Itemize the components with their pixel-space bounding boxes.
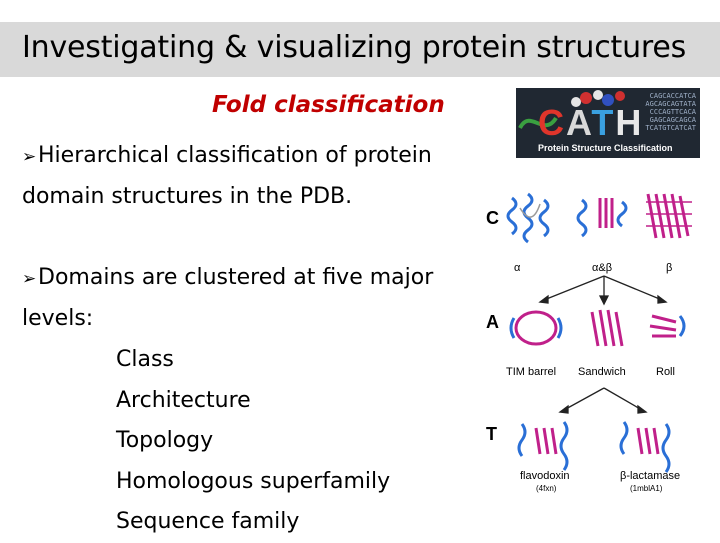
structure-roll <box>649 314 686 338</box>
arrow-icon <box>558 387 648 414</box>
sequence-line: TCATGTCATCAT <box>645 124 696 132</box>
hierarchy-graphic <box>506 192 692 473</box>
structure-alpha <box>506 192 550 244</box>
label-flavodoxin: flavodoxin <box>520 470 570 482</box>
logo-letter-c: C <box>538 102 566 143</box>
level-item: Architecture <box>116 387 251 413</box>
slide-subtitle: Fold classification <box>212 92 445 118</box>
structure-beta <box>646 193 692 239</box>
label-sandwich: Sandwich <box>578 366 626 378</box>
row-label-class: C <box>486 208 499 228</box>
arrow-bullet-icon: ➢ <box>22 147 37 167</box>
logo-letter-t: T <box>591 102 616 143</box>
slide-title: Investigating & visualizing protein stru… <box>22 30 687 65</box>
label-beta: β <box>666 262 673 274</box>
sequence-line: GAGCAGCAGCA <box>649 116 696 124</box>
code-flavodoxin: (4fxn) <box>536 484 557 493</box>
cath-hierarchy-figure: C A T <box>484 188 704 498</box>
structure-tim-barrel <box>509 310 563 346</box>
structure-beta-lactamase <box>619 421 671 473</box>
logo-molecule-graphic <box>518 90 625 130</box>
structure-flavodoxin <box>517 421 569 471</box>
cath-logo: CAGCACCATCA AGCAGCAGTATA CCCAGTTCACA GAG… <box>516 88 700 158</box>
sequence-line: CAGCACCATCA <box>649 92 696 100</box>
title-bar <box>0 22 720 77</box>
bullet-2-line2: levels: <box>22 306 94 331</box>
logo-letters: CATH <box>538 102 643 144</box>
logo-letter-a: A <box>566 102 592 143</box>
label-alpha: α <box>514 262 521 274</box>
label-roll: Roll <box>656 366 675 378</box>
level-item: Class <box>116 347 174 372</box>
row-label-topology: T <box>486 424 497 444</box>
bullet-1: ➢Hierarchical classification of protein … <box>22 136 432 217</box>
level-item: Topology <box>116 428 214 453</box>
bullet-2-line1: Domains are clustered at five major <box>38 265 434 290</box>
label-alpha-beta: α&β <box>592 262 613 274</box>
bullet-2: ➢Domains are clustered at five major lev… <box>22 258 433 339</box>
label-beta-lactamase: β-lactamase <box>620 470 681 482</box>
sequence-line: AGCAGCAGTATA <box>645 100 696 108</box>
logo-sequence: CAGCACCATCA AGCAGCAGTATA CCCAGTTCACA GAG… <box>645 92 696 132</box>
level-item: Homologous superfamily <box>116 468 391 494</box>
logo-letter-h: H <box>615 102 644 143</box>
bullet-1-line2: domain structures in the PDB. <box>22 184 353 209</box>
arrow-icon <box>538 275 668 306</box>
label-tim-barrel: TIM barrel <box>506 366 557 378</box>
bullet-1-line1: Hierarchical classification of protein <box>38 143 432 168</box>
logo-caption: Protein Structure Classification <box>538 143 673 153</box>
level-list: Class Architecture Topology Homologous s… <box>116 340 390 543</box>
structure-alpha-beta <box>576 198 628 238</box>
level-item: Sequence family <box>116 509 300 534</box>
arrow-bullet-icon: ➢ <box>22 269 37 289</box>
row-label-architecture: A <box>486 312 499 332</box>
code-beta-lactamase: (1mblA1) <box>630 484 663 493</box>
sequence-line: CCCAGTTCACA <box>649 108 696 116</box>
structure-sandwich <box>590 309 624 347</box>
